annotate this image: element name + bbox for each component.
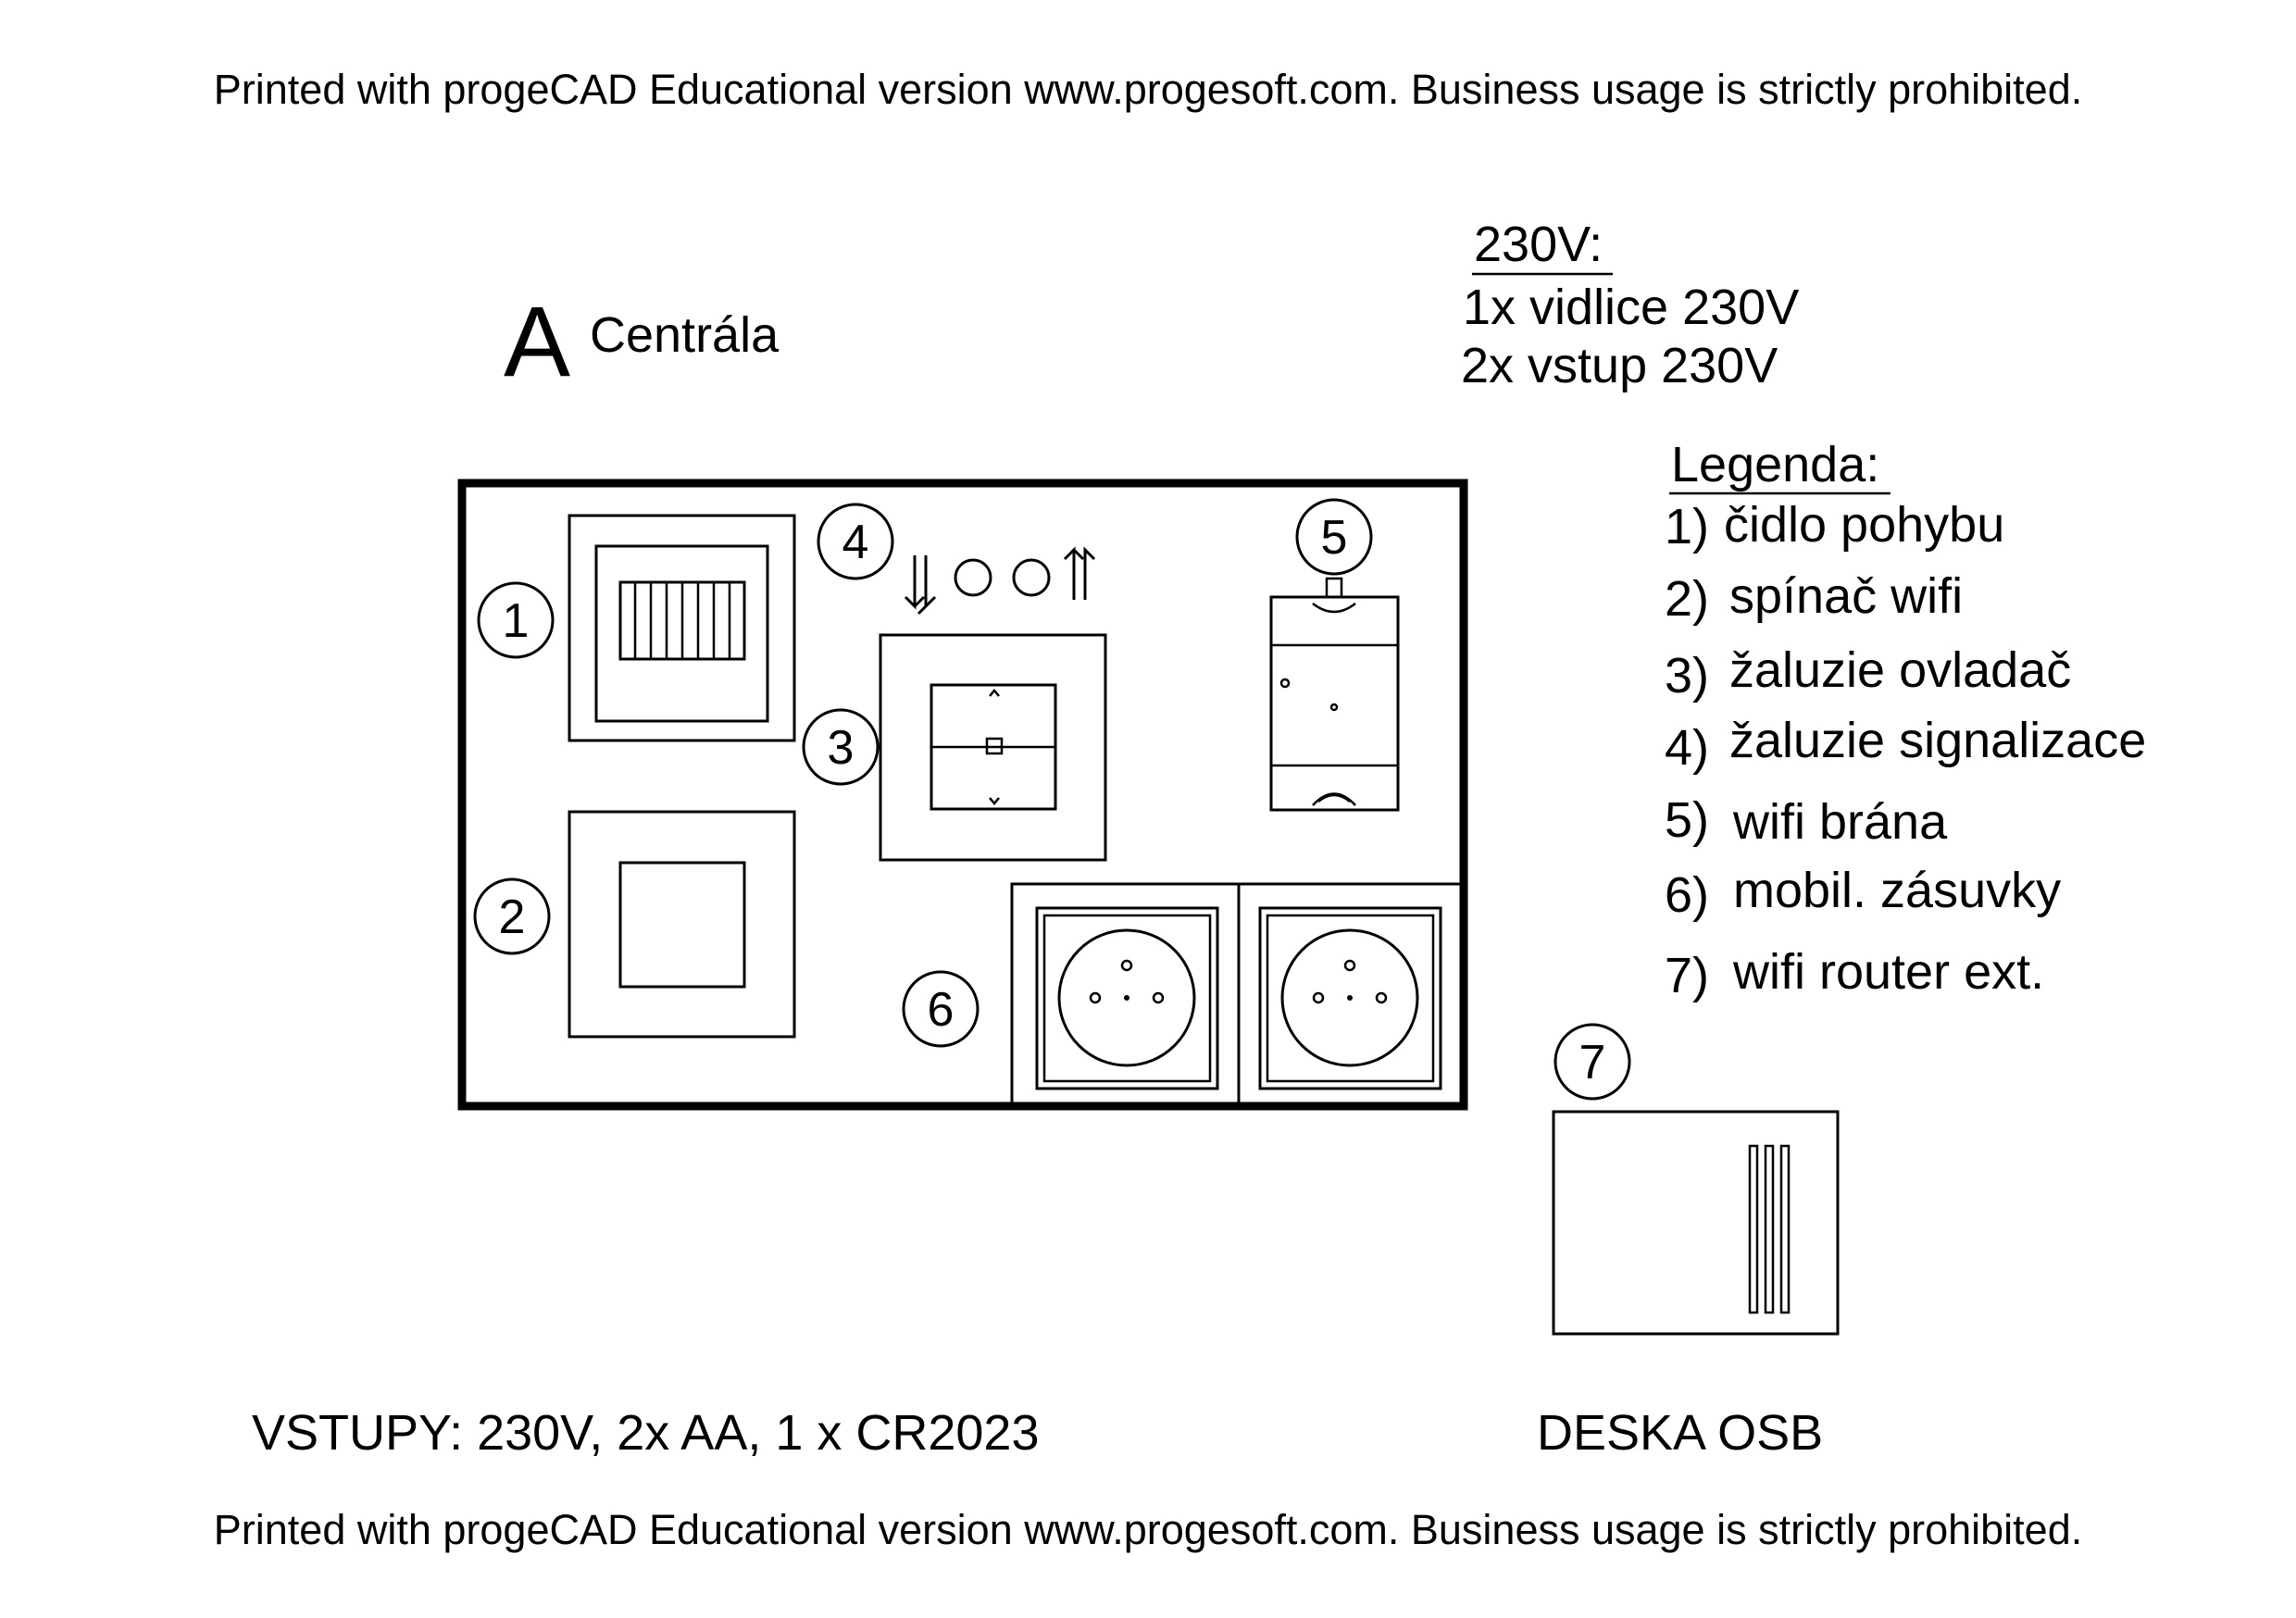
callout-number: 4: [842, 516, 869, 569]
power-line-2: 2x vstup 230V: [1461, 338, 1778, 393]
arrow-down-icon: [904, 555, 937, 616]
callout-number: 1: [503, 594, 530, 648]
legend-item-num: 5): [1665, 792, 1709, 848]
legend-item: 1) čidlo pohybu: [1665, 497, 2004, 554]
watermark-bottom: Printed with progeCAD Educational versio…: [214, 1506, 2082, 1553]
legend-item: 6) mobil. zásuvky: [1665, 863, 2061, 923]
callout-number: 3: [828, 721, 855, 775]
antenna-icon: [1325, 577, 1343, 599]
callout-7: 7: [1554, 1023, 1631, 1101]
inputs-label: VSTUPY: 230V, 2x AA, 1 x CR2023: [252, 1405, 1040, 1461]
chevron-up-icon: [989, 689, 1000, 697]
legend-item-num: 1): [1665, 499, 1709, 554]
header-title: Centrála: [590, 307, 780, 363]
wifi-arc-icon: [1312, 792, 1356, 806]
legend-item-label: čidlo pohybu: [1724, 497, 2004, 553]
callout-number: 5: [1321, 511, 1348, 565]
blind-signalization: [904, 546, 1096, 616]
wifi-arc-icon: [1312, 603, 1356, 614]
callout-2: 2: [473, 877, 551, 955]
indicator-led: [954, 558, 992, 597]
wifi-router-extender: [1552, 1110, 1840, 1336]
power-block: 230V: 1x vidlice 230V 2x vstup 230V: [1461, 217, 1799, 393]
power-heading: 230V:: [1474, 217, 1603, 272]
sensor-grille: [633, 582, 731, 659]
legend-item-label: žaluzie signalizace: [1729, 713, 2146, 768]
legend-item: 2) spínač wifi: [1665, 568, 1963, 627]
power-line-1: 1x vidlice 230V: [1463, 280, 1799, 335]
callout-3: 3: [802, 708, 880, 786]
legend-item-label: wifi router ext.: [1732, 944, 2044, 1000]
callout-4: 4: [817, 503, 894, 580]
callout-6: 6: [902, 970, 980, 1048]
panel-frame: [457, 479, 1468, 1111]
legend-item-num: 6): [1665, 867, 1709, 923]
board-label: DESKA OSB: [1537, 1405, 1823, 1461]
legend-item-label: wifi brána: [1732, 794, 1948, 850]
header-letter: A: [504, 285, 570, 397]
legend-item-num: 2): [1665, 571, 1709, 627]
arrow-up-icon: [1063, 546, 1096, 600]
socket: [1035, 906, 1219, 1090]
legend-item-label: spínač wifi: [1729, 568, 1963, 624]
callout-5: 5: [1295, 498, 1373, 576]
legend: Legenda: 1) čidlo pohybu 2) spínač wifi …: [1665, 437, 2146, 1003]
callout-number: 2: [499, 890, 526, 944]
wifi-gateway: [1269, 577, 1400, 812]
motion-sensor: [568, 514, 796, 742]
wifi-switch: [568, 810, 796, 1039]
legend-item-num: 4): [1665, 720, 1709, 776]
legend-item-label: mobil. zásuvky: [1733, 863, 2061, 918]
legend-item: 5) wifi brána: [1665, 792, 1948, 850]
legend-item-label: žaluzie ovladač: [1729, 642, 2071, 698]
legend-item: 3) žaluzie ovladač: [1665, 642, 2071, 703]
socket: [1258, 906, 1442, 1090]
callout-number: 7: [1579, 1036, 1606, 1089]
legend-item: 7) wifi router ext.: [1665, 944, 2044, 1003]
chevron-down-icon: [989, 797, 1000, 805]
legend-item-num: 3): [1665, 648, 1709, 703]
blind-controller: [879, 633, 1107, 862]
legend-item: 4) žaluzie signalizace: [1665, 713, 2146, 776]
legend-item-num: 7): [1665, 948, 1709, 1003]
watermark-top: Printed with progeCAD Educational versio…: [214, 66, 2082, 113]
callout-1: 1: [477, 581, 555, 659]
callout-number: 6: [928, 983, 955, 1037]
wifi-arc-icon: [1317, 793, 1351, 803]
legend-heading: Legenda:: [1671, 437, 1879, 492]
indicator-led: [1012, 558, 1051, 597]
mobile-sockets: [1010, 882, 1463, 1108]
